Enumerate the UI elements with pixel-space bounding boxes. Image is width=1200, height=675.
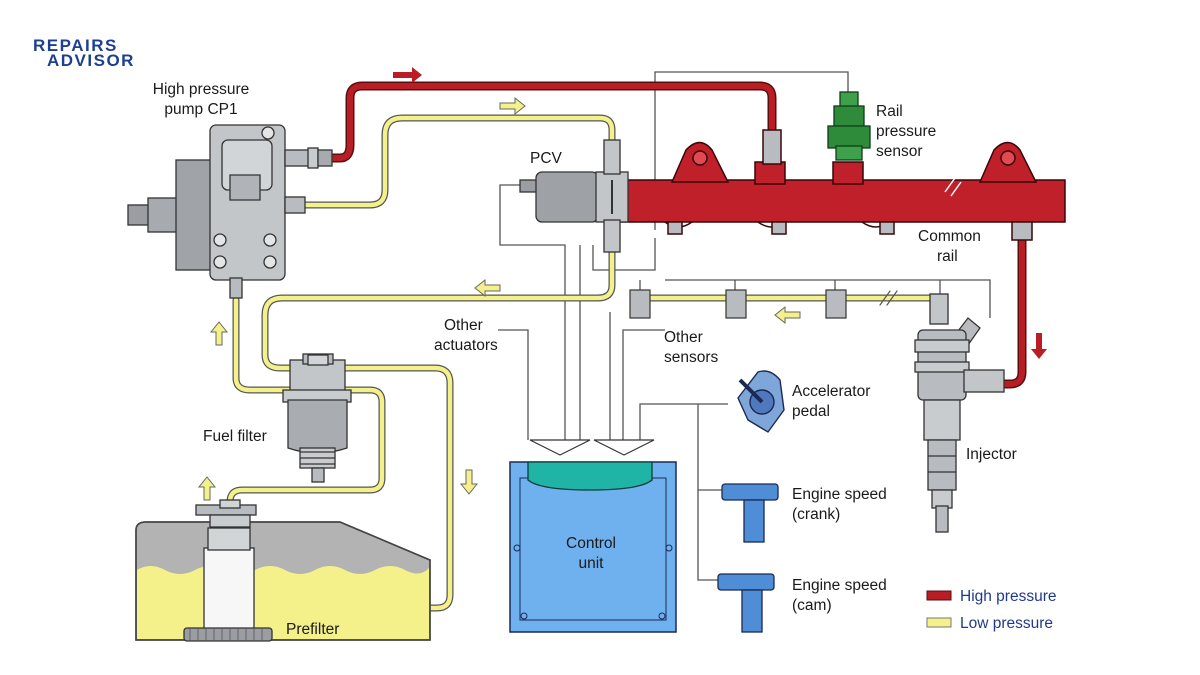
labels: High pressure pump CP1 PCV Rail pressure…	[153, 81, 1017, 638]
label-control-unit-2: unit	[579, 555, 605, 572]
legend: High pressure Low pressure	[926, 588, 1057, 632]
injector	[914, 293, 1005, 533]
common-rail	[619, 129, 1066, 241]
label-pcv: PCV	[530, 150, 563, 167]
label-rail-sensor-2: pressure	[876, 123, 936, 140]
lp-flow-arrow-left	[474, 278, 501, 298]
label-accelerator-1: Accelerator	[792, 383, 870, 400]
lp-flow-arrow-up	[209, 321, 229, 346]
return-connectors	[629, 289, 847, 319]
label-injector: Injector	[966, 446, 1017, 463]
label-engine-speed-cam-2: (cam)	[792, 597, 832, 614]
legend-swatch-high	[926, 590, 952, 601]
label-control-unit-1: Control	[566, 535, 616, 552]
rail-pressure-sensor	[827, 91, 871, 161]
signal-wires	[498, 71, 991, 581]
label-engine-speed-crank-2: (crank)	[792, 506, 840, 523]
hp-flow-arrow-down	[1031, 333, 1047, 359]
hp-flow-arrow	[393, 67, 422, 83]
label-common-rail-2: rail	[937, 248, 958, 265]
legend-high-pressure: High pressure	[960, 588, 1057, 605]
pcv-valve	[519, 139, 629, 253]
label-pump-2: pump CP1	[164, 101, 237, 118]
lp-flow-arrow-up-2	[197, 476, 217, 501]
label-rail-sensor-3: sensor	[876, 143, 923, 160]
lp-flow-arrow-left-2	[774, 305, 801, 325]
label-rail-sensor-1: Rail	[876, 103, 903, 120]
label-other-actuators-2: actuators	[434, 337, 498, 354]
label-other-sensors-2: sensors	[664, 349, 719, 366]
label-engine-speed-cam-1: Engine speed	[792, 577, 887, 594]
lp-flow-arrow-down	[459, 469, 479, 495]
engine-speed-cam-sensor	[717, 573, 775, 633]
accelerator-pedal-sensor	[737, 370, 785, 433]
legend-low-pressure: Low pressure	[960, 615, 1053, 632]
lp-flow-arrow-right	[499, 96, 526, 116]
label-engine-speed-crank-1: Engine speed	[792, 486, 887, 503]
control-unit	[509, 439, 677, 633]
flow-arrows	[197, 67, 1047, 501]
label-other-actuators-1: Other	[444, 317, 483, 334]
fuel-filter	[282, 353, 352, 483]
label-prefilter: Prefilter	[286, 621, 339, 638]
label-pump-1: High pressure	[153, 81, 250, 98]
fuel-tank	[135, 521, 431, 641]
logo-line-2: ADVISOR	[47, 51, 135, 70]
label-common-rail-1: Common	[918, 228, 981, 245]
high-pressure-lines	[325, 81, 1027, 389]
prefilter-pump	[183, 499, 273, 642]
logo-line-1: REPAIRS	[33, 36, 118, 55]
low-pressure-lines	[226, 114, 949, 612]
high-pressure-pump	[127, 124, 333, 299]
engine-speed-crank-sensor	[721, 483, 779, 543]
label-fuel-filter: Fuel filter	[203, 428, 267, 445]
label-other-sensors-1: Other	[664, 329, 703, 346]
legend-swatch-low	[926, 617, 952, 628]
label-accelerator-2: pedal	[792, 403, 830, 420]
brand-logo: REPAIRS ADVISOR	[33, 36, 163, 70]
